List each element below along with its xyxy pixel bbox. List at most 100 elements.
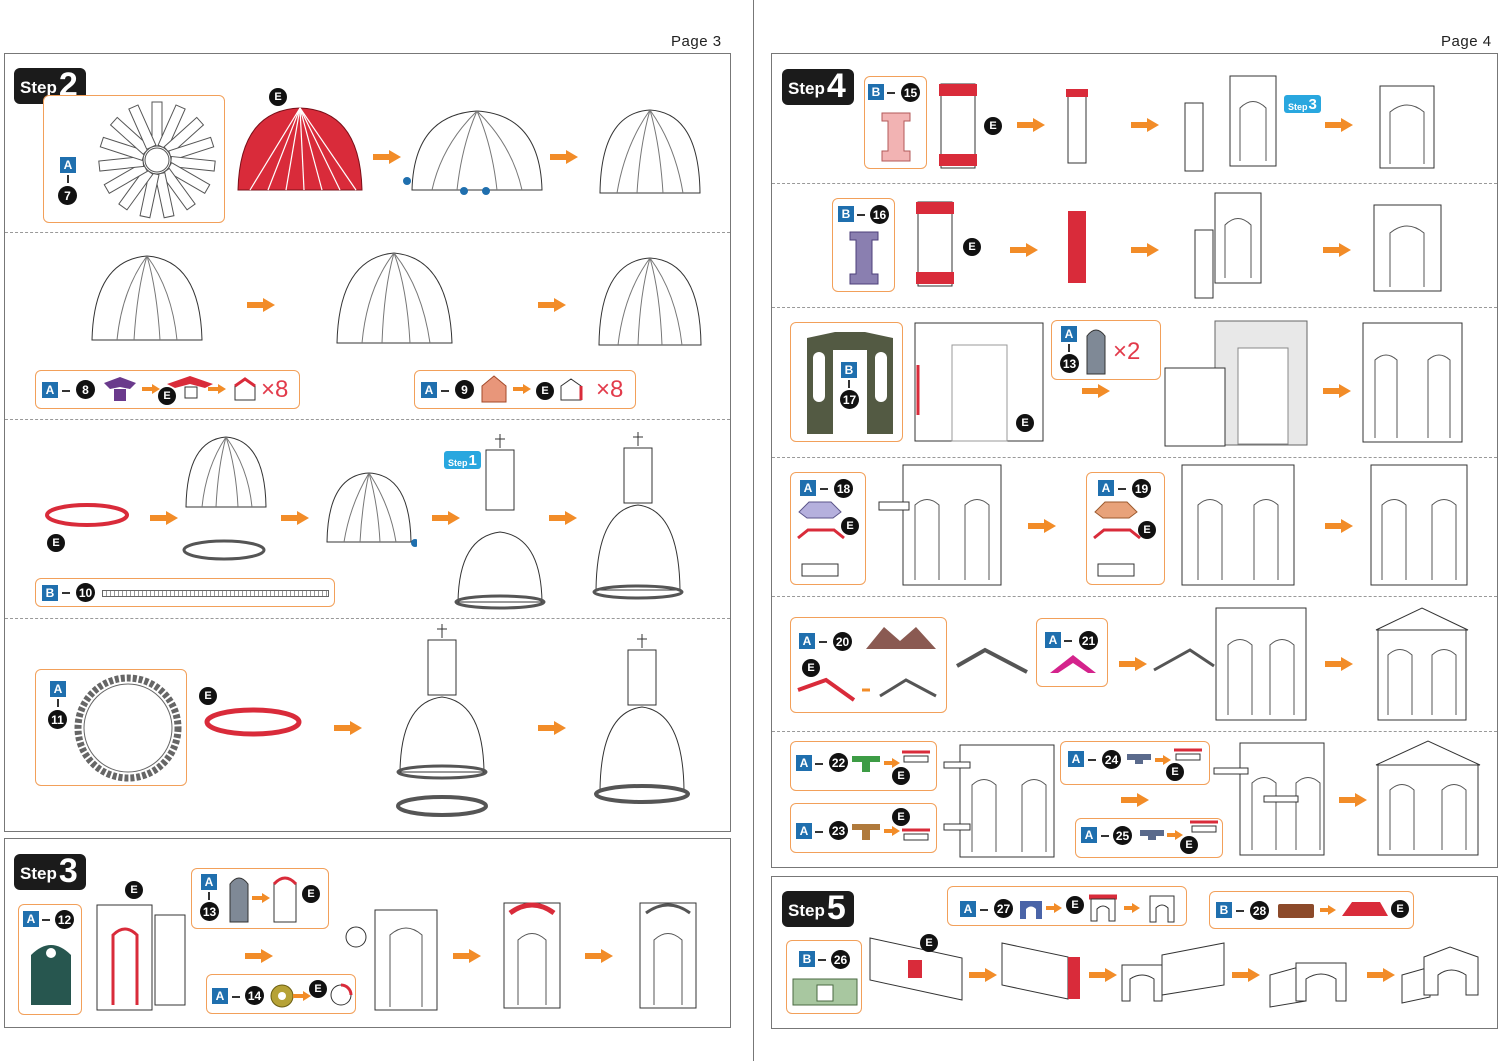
row-separator [5, 232, 730, 233]
part-number: 25 [1113, 826, 1132, 845]
dome-with-dormers-icon [91, 255, 203, 341]
orange-arrow-icon [1323, 243, 1351, 257]
part-number: 15 [901, 83, 920, 102]
row-separator [772, 596, 1497, 597]
dormer-window-icon [560, 378, 583, 401]
arched-window-part-icon [1086, 329, 1106, 375]
part-number: 18 [834, 479, 853, 498]
tab-e-badge: E [1066, 896, 1084, 914]
orange-dormer-part-icon [481, 375, 507, 403]
orange-arrow-icon [1325, 118, 1353, 132]
tag-connector [232, 996, 240, 998]
orange-arrow-icon [432, 511, 460, 525]
orange-arrow-icon [1323, 384, 1351, 398]
part-callout-23 [790, 803, 937, 853]
orange-arrow-icon [884, 826, 900, 836]
bracket-assembly-icon [1174, 748, 1202, 761]
part-number: 28 [1250, 901, 1269, 920]
sheet-a-tag: A [1098, 480, 1114, 496]
step-word: Step [788, 901, 825, 920]
step3-panel [4, 838, 731, 1028]
page-label-left: Page 3 [671, 33, 722, 50]
orange-arrow-icon [1119, 657, 1147, 671]
part-number: 21 [1079, 631, 1098, 650]
tag-connector [819, 641, 827, 643]
tag-connector [62, 592, 70, 594]
step-number: 3 [1308, 96, 1317, 113]
row-separator [772, 731, 1497, 732]
sheet-a-tag: A [799, 633, 815, 649]
orange-arrow-icon [1367, 968, 1395, 982]
sheet-a-tag: A [1068, 751, 1084, 767]
wall-strip-icon [1001, 942, 1080, 1000]
tab-e-badge: E [269, 88, 287, 106]
orange-arrow-icon [281, 511, 309, 525]
sheet-a-tag: A [796, 755, 812, 771]
arch-assembly-icon [1089, 894, 1117, 922]
sheet-a-tag: A [60, 157, 76, 173]
ring-base-part-icon [74, 674, 182, 782]
red-dome-icon [237, 107, 363, 191]
tag-connector [42, 919, 50, 921]
tag-connector [848, 380, 850, 388]
part-number: 17 [840, 390, 859, 409]
part-number: 14 [245, 986, 264, 1005]
orange-arrow-icon [1339, 793, 1367, 807]
facade-with-roof-icon [1375, 607, 1469, 721]
step-word: Step [20, 78, 57, 97]
page-divider [753, 0, 754, 1061]
part-number: 8 [76, 380, 95, 399]
brown-roof-part-icon [866, 627, 936, 649]
tab-e-badge: E [802, 659, 820, 677]
orange-bracket-part-icon [1094, 501, 1138, 519]
tag-connector [815, 763, 823, 765]
sheet-a-tag: A [1081, 827, 1097, 843]
rose-window-part-icon [270, 984, 294, 1008]
step-word: Step [20, 864, 57, 883]
step-number: 4 [826, 67, 846, 105]
tag-connector [1064, 640, 1072, 642]
red-roof-icon [1342, 902, 1388, 916]
orange-arrow-icon [538, 298, 566, 312]
part-number: 22 [829, 753, 848, 772]
tab-e-badge: E [892, 808, 910, 826]
tab-e-badge: E [1166, 763, 1184, 781]
sheet-b-tag: B [799, 951, 815, 967]
tab-e-badge: E [125, 881, 143, 899]
part-number: 19 [1132, 479, 1151, 498]
tab-e-badge: E [47, 534, 65, 552]
facade-wall-icon [96, 904, 186, 1011]
red-ring-icon [45, 503, 129, 527]
orange-arrow-icon [1010, 243, 1038, 257]
step5-panel [771, 876, 1498, 1029]
green-bracket-part-icon [852, 756, 880, 772]
part-number: 27 [994, 899, 1013, 918]
part-callout-21 [1036, 618, 1108, 687]
part-number: 11 [48, 710, 67, 729]
row-separator [5, 618, 730, 619]
slate-bracket-part-icon [1140, 830, 1164, 840]
tab-e-badge: E [158, 387, 176, 405]
tab-e-badge: E [536, 382, 554, 400]
part-number: 10 [76, 583, 95, 602]
red-dormer-part-icon [167, 376, 213, 399]
tab-e-badge: E [984, 117, 1002, 135]
slate-bracket-part-icon [1127, 754, 1151, 764]
gate-assembly-icon [1269, 962, 1347, 1008]
red-pilaster-icon [916, 201, 954, 287]
orange-arrow-icon [208, 384, 226, 394]
orange-arrow-icon [1082, 384, 1110, 398]
brown-roof-part-icon [1278, 904, 1314, 918]
tag-connector [887, 92, 895, 94]
orange-arrow-icon [550, 150, 578, 164]
step-word: Step [448, 458, 468, 468]
sheet-b-tag: B [1216, 902, 1232, 918]
tab-e-badge: E [841, 517, 859, 535]
bracket-assembly-icon [902, 750, 930, 763]
row-separator [772, 307, 1497, 308]
pilaster-icon [1068, 211, 1086, 283]
facade-wall-icon [1194, 192, 1262, 299]
dark-green-panel-part-icon [31, 945, 71, 1005]
